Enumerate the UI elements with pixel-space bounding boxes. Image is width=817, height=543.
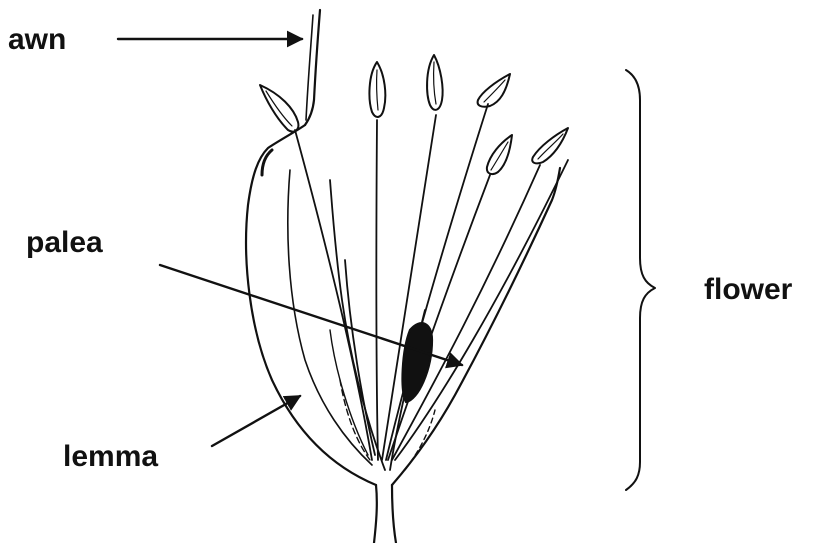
palea-arrow xyxy=(160,265,462,365)
palea-label: palea xyxy=(26,228,103,258)
lemma-label: lemma xyxy=(63,442,158,472)
anther xyxy=(260,85,298,132)
flower-bracket xyxy=(626,70,655,490)
ovary xyxy=(403,323,432,402)
lemma-arrow xyxy=(212,396,300,446)
anther xyxy=(478,74,510,107)
anther xyxy=(427,55,443,110)
flower-label: flower xyxy=(704,275,792,305)
lemma-bract xyxy=(246,100,560,485)
anther xyxy=(487,135,512,174)
stalk xyxy=(374,485,396,543)
awn-label: awn xyxy=(8,25,66,55)
stamen-filaments xyxy=(295,104,568,460)
anther xyxy=(532,128,568,163)
